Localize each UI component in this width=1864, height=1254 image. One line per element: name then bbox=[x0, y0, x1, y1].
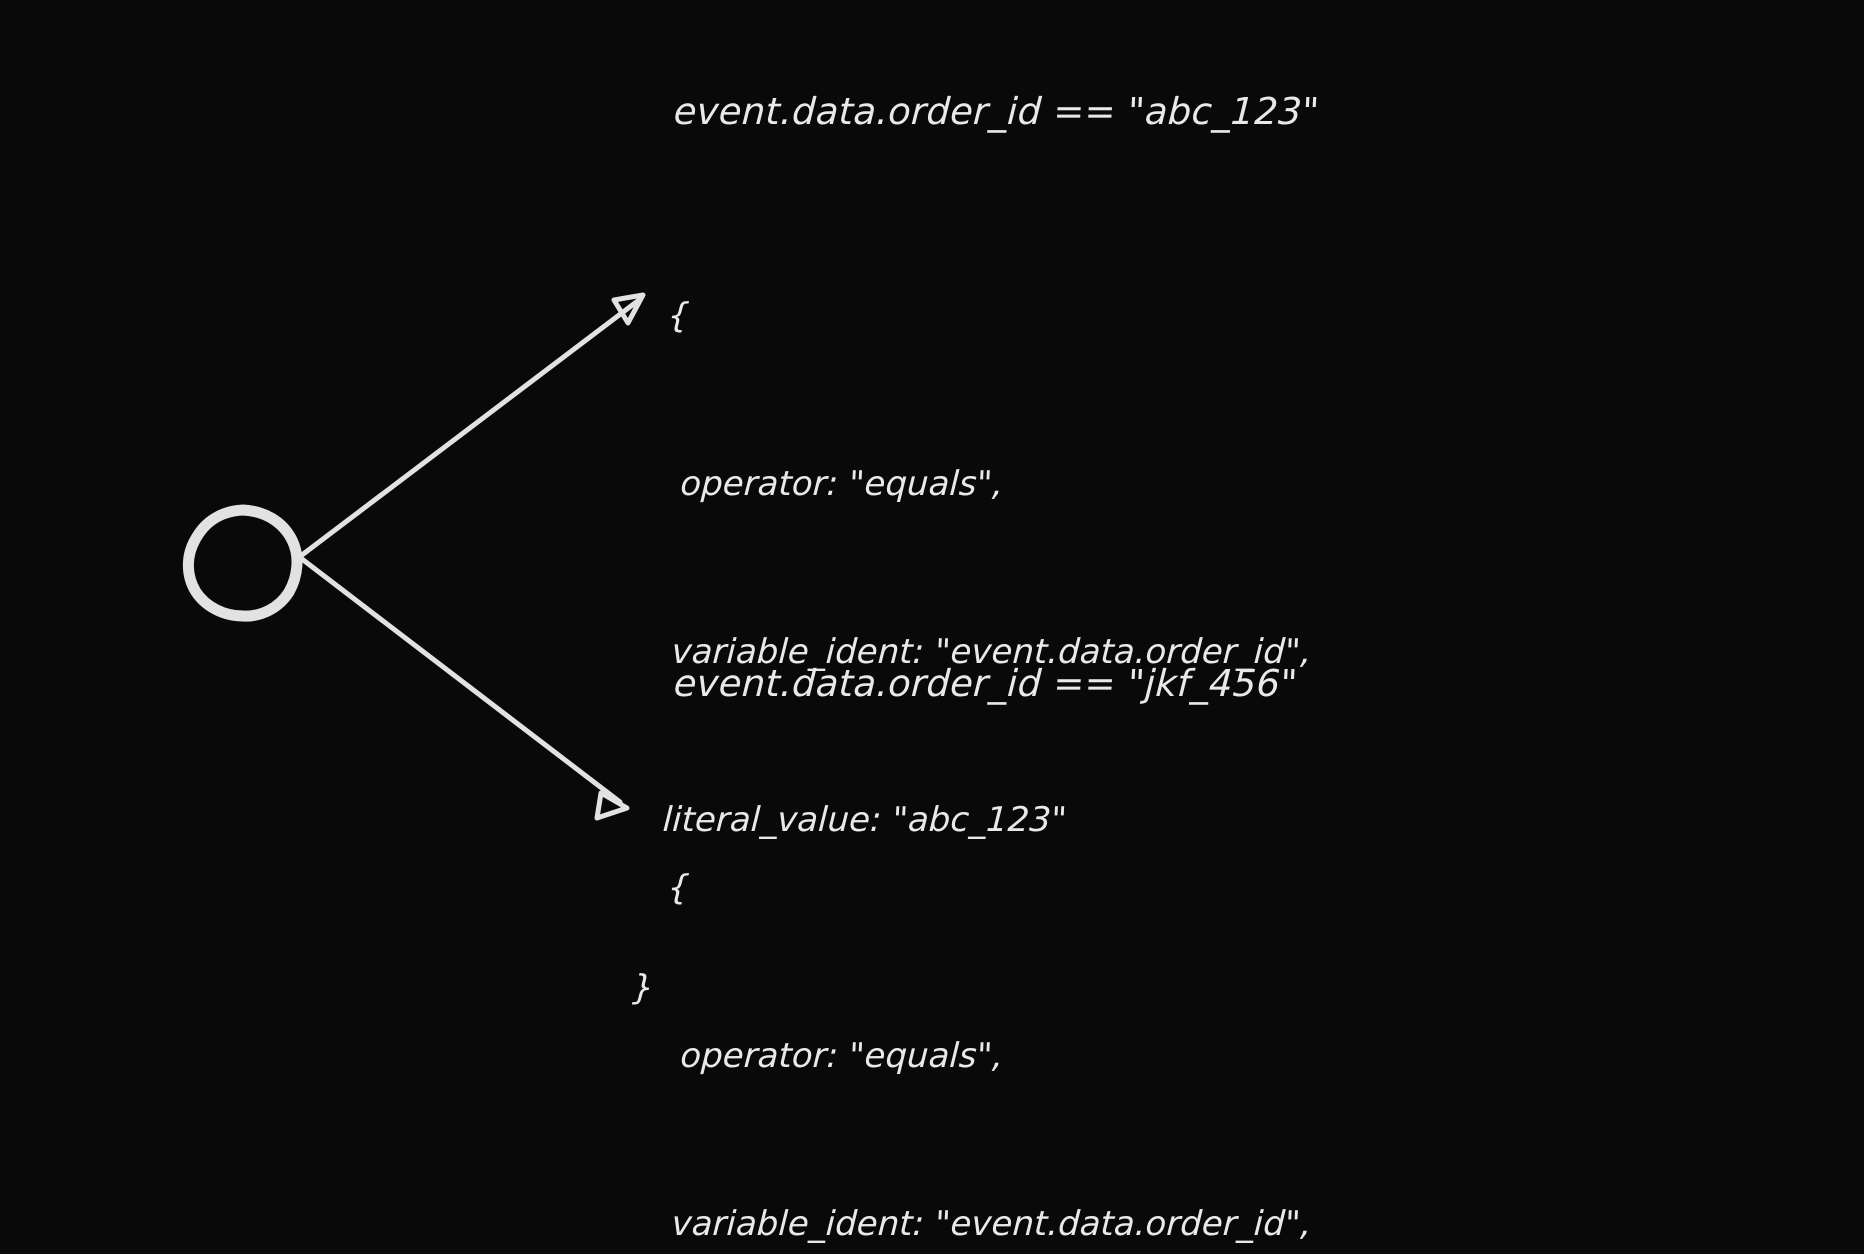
root-node[interactable] bbox=[182, 504, 303, 622]
code-line: variable_ident: "event.data.order_id", bbox=[649, 1204, 1313, 1244]
edge-to-branch-2-arrowhead bbox=[594, 790, 630, 821]
code-line: { bbox=[666, 868, 691, 908]
root-node-circle[interactable] bbox=[182, 504, 303, 622]
branch-2-label: event.data.order_id == "jkf_456" bbox=[672, 662, 1299, 705]
code-line: operator: "equals", bbox=[657, 1036, 1005, 1076]
edge-to-branch-2[interactable] bbox=[295, 553, 630, 821]
code-line: operator: "equals", bbox=[657, 464, 1005, 504]
edge-to-branch-1-line bbox=[295, 297, 642, 561]
branch-2-code-block: { operator: "equals", variable_ident: "e… bbox=[625, 748, 1336, 1254]
edge-to-branch-1-arrowhead bbox=[611, 292, 646, 326]
branch-1-label: event.data.order_id == "abc_123" bbox=[672, 90, 1321, 133]
code-line: { bbox=[666, 296, 691, 336]
edge-to-branch-2-line bbox=[295, 553, 623, 805]
edge-to-branch-1[interactable] bbox=[295, 292, 646, 561]
